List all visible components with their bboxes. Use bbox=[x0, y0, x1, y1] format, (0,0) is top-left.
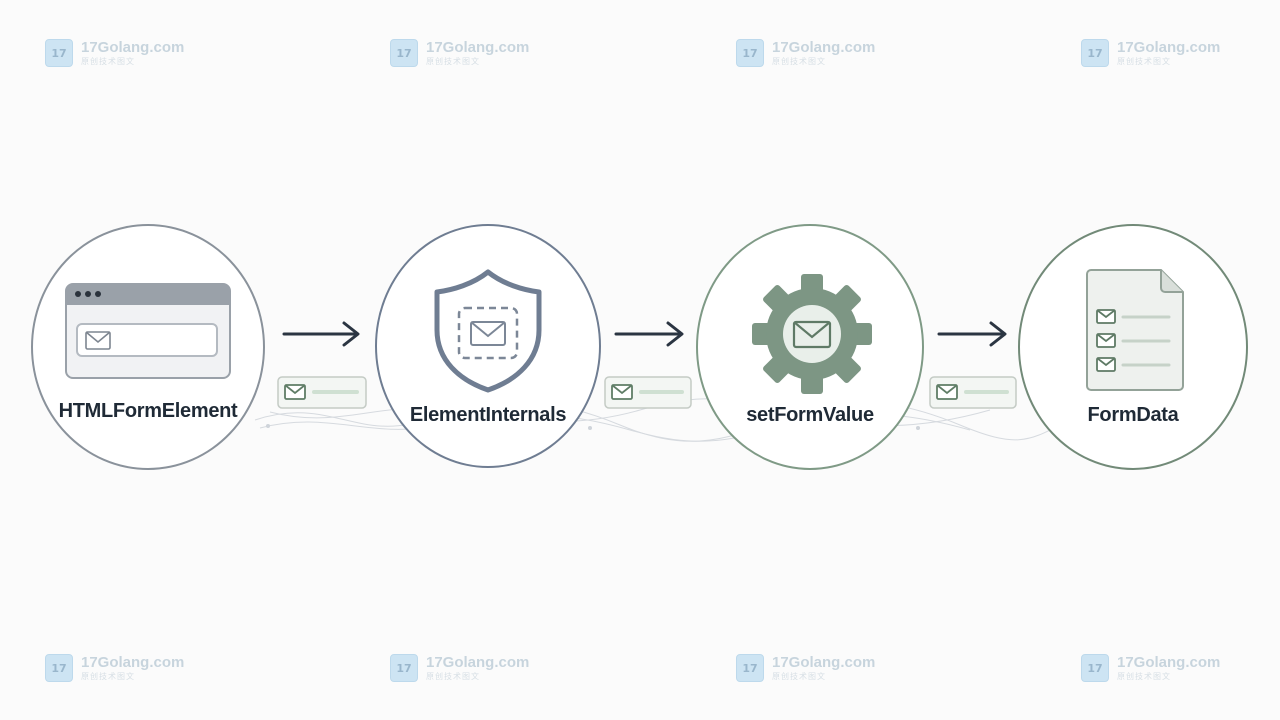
watermark-title: 17Golang.com bbox=[1117, 654, 1221, 671]
watermark-logo: 17 bbox=[1081, 39, 1109, 67]
gear-mail-icon bbox=[752, 274, 872, 394]
stage-label: setFormValue bbox=[746, 404, 874, 426]
watermark-subtitle: 原创技术图文 bbox=[772, 672, 826, 681]
shield-mail-icon bbox=[434, 269, 542, 393]
watermark-subtitle: 原创技术图文 bbox=[772, 57, 826, 66]
stage-label: ElementInternals bbox=[409, 404, 567, 426]
watermark-subtitle: 原创技术图文 bbox=[426, 672, 480, 681]
stage-form-data: FormData bbox=[1018, 224, 1248, 470]
watermark-subtitle: 原创技术图文 bbox=[1117, 57, 1171, 66]
watermark-logo: 17 bbox=[390, 39, 418, 67]
watermark-title: 17Golang.com bbox=[426, 654, 530, 671]
stage-set-form-value: setFormValue bbox=[696, 224, 924, 470]
form-value-chip bbox=[277, 376, 367, 409]
watermark-logo: 17 bbox=[45, 654, 73, 682]
watermark-title: 17Golang.com bbox=[772, 39, 876, 56]
stage-label: FormData bbox=[1087, 404, 1179, 426]
watermark-title: 17Golang.com bbox=[772, 654, 876, 671]
form-document-icon bbox=[1086, 269, 1184, 391]
watermark-logo: 17 bbox=[1081, 654, 1109, 682]
watermark-title: 17Golang.com bbox=[1117, 39, 1221, 56]
watermark-subtitle: 原创技术图文 bbox=[426, 57, 480, 66]
watermark-logo: 17 bbox=[736, 39, 764, 67]
watermark-logo: 17 bbox=[390, 654, 418, 682]
watermark-title: 17Golang.com bbox=[426, 39, 530, 56]
arrow-right-icon bbox=[282, 321, 360, 347]
watermark-subtitle: 原创技术图文 bbox=[81, 57, 135, 66]
watermark-logo: 17 bbox=[45, 39, 73, 67]
watermark-logo: 17 bbox=[736, 654, 764, 682]
watermark-subtitle: 原创技术图文 bbox=[81, 672, 135, 681]
form-value-chip bbox=[604, 376, 692, 409]
watermark-subtitle: 原创技术图文 bbox=[1117, 672, 1171, 681]
arrow-right-icon bbox=[937, 321, 1007, 347]
watermark-title: 17Golang.com bbox=[81, 39, 185, 56]
stage-element-internals: ElementInternals bbox=[375, 224, 601, 468]
watermark-title: 17Golang.com bbox=[81, 654, 185, 671]
stage-label: HTMLFormElement bbox=[58, 400, 238, 422]
form-value-chip bbox=[929, 376, 1017, 409]
stage-html-form-element: HTMLFormElement bbox=[31, 224, 265, 470]
arrow-right-icon bbox=[614, 321, 684, 347]
browser-window-icon bbox=[65, 283, 231, 379]
